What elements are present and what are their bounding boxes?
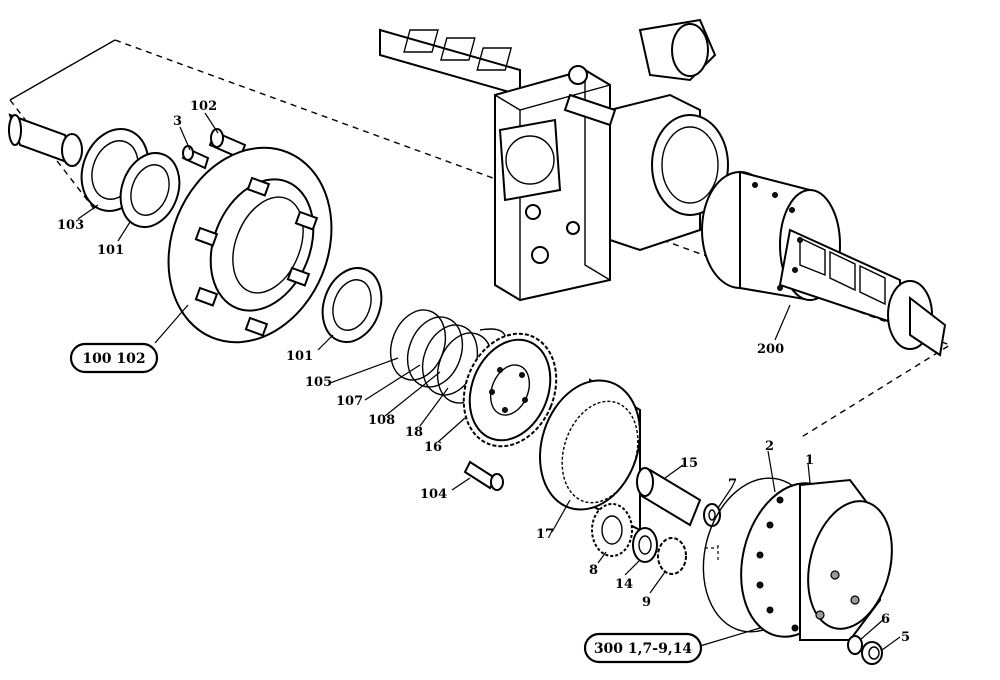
callout-box-300: 300 1,7-9,14: [583, 632, 703, 664]
label-2: 2: [765, 439, 774, 454]
label-15: 15: [680, 456, 698, 471]
shaft-15: [636, 467, 702, 527]
ring-gear-17: [539, 378, 641, 532]
label-18: 18: [405, 425, 423, 440]
label-6: 6: [881, 612, 890, 627]
label-101-right: 101: [286, 349, 313, 364]
label-1: 1: [805, 453, 814, 468]
label-105: 105: [305, 375, 332, 390]
bolt-3: [181, 145, 210, 170]
bearing-101-left: [119, 152, 181, 228]
planet-cover-1: [740, 478, 893, 641]
bolt-104: [463, 460, 504, 491]
callout-box-100-102: 100 102: [69, 342, 159, 374]
washer-6: [847, 635, 863, 655]
washer-7: [703, 503, 721, 527]
label-200: 200: [757, 342, 784, 357]
gear-8: [591, 503, 633, 557]
washer-14: [632, 527, 658, 563]
label-107: 107: [336, 394, 363, 409]
bolt-102: [208, 128, 247, 160]
label-14: 14: [615, 577, 633, 592]
label-17: 17: [536, 527, 554, 542]
leader-lines: [77, 112, 901, 651]
label-7: 7: [728, 477, 737, 492]
hub-carrier-100: [167, 146, 333, 344]
label-102: 102: [190, 99, 217, 114]
label-108: 108: [368, 413, 395, 428]
drive-shaft: [8, 113, 83, 167]
label-5: 5: [901, 630, 910, 645]
label-103: 103: [57, 218, 84, 233]
bearing-101-right: [321, 267, 383, 343]
label-104: 104: [420, 487, 447, 502]
label-8: 8: [589, 563, 598, 578]
bearing-9: [657, 537, 687, 575]
callout-text-300: 300 1,7-9,14: [594, 641, 693, 657]
label-9: 9: [642, 595, 651, 610]
callout-text-100-102: 100 102: [82, 351, 145, 367]
plug-5: [861, 641, 883, 665]
label-16: 16: [424, 440, 442, 455]
part-labels: 3 102 103 101 101 105 107 108 18 16 104 …: [57, 99, 910, 645]
label-3: 3: [173, 114, 182, 129]
axle-housing: [379, 18, 947, 357]
label-101-left: 101: [97, 243, 124, 258]
gear-16: [462, 332, 558, 448]
